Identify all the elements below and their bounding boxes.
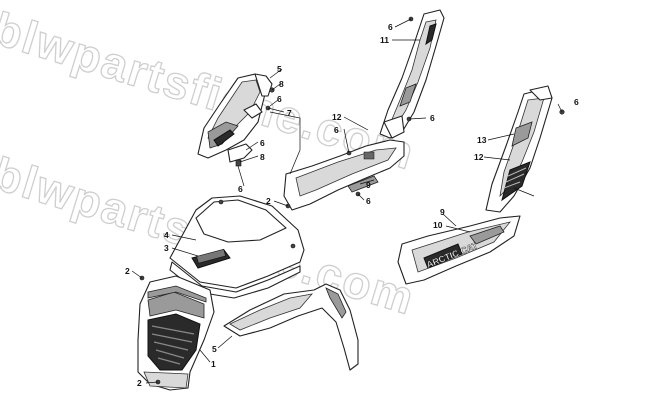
callout-6g: 6 — [366, 196, 371, 206]
callout-9b: 9 — [440, 207, 445, 217]
front-fender — [223, 283, 359, 371]
callout-3: 3 — [164, 243, 169, 253]
callout-1: 1 — [211, 359, 216, 369]
callout-6f: 6 — [238, 184, 243, 194]
callout-labels: 6 11 5 8 6 7 12 6 6 6 8 6 2 9 6 6 13 12 … — [125, 22, 579, 388]
callout-10: 10 — [433, 220, 443, 230]
side-panel-decal: ARCTIC CAT — [397, 215, 521, 285]
callout-11a: 11 — [380, 35, 389, 45]
side-panel-lower — [283, 139, 405, 211]
callout-6c: 6 — [334, 125, 339, 135]
callout-6d: 6 — [430, 113, 435, 123]
callout-12a: 12 — [332, 112, 342, 122]
callout-11b: 12 — [474, 152, 484, 162]
callout-7: 7 — [287, 108, 292, 118]
callout-4: 4 — [164, 230, 169, 240]
headlight-pod — [197, 73, 273, 159]
rear-side-decal — [485, 85, 553, 213]
leader-lines — [131, 18, 563, 384]
callout-8b: 8 — [260, 152, 265, 162]
pod-bracket — [227, 103, 263, 163]
callout-2c: 2 — [137, 378, 142, 388]
callout-12b: 13 — [477, 135, 487, 145]
callout-6b: 6 — [277, 94, 282, 104]
callout-5b: 5 — [212, 344, 217, 354]
callout-6-right: 6 — [574, 97, 579, 107]
callout-2a: 2 — [266, 196, 271, 206]
front-grille — [137, 275, 215, 391]
callout-2b: 2 — [125, 266, 130, 276]
side-rail-upper — [379, 9, 445, 139]
callout-6a: 6 — [388, 22, 393, 32]
callout-6e: 6 — [260, 138, 265, 148]
callout-9a: 9 — [366, 180, 371, 190]
callout-5a: 5 — [277, 64, 282, 74]
callout-8a: 8 — [279, 79, 284, 89]
